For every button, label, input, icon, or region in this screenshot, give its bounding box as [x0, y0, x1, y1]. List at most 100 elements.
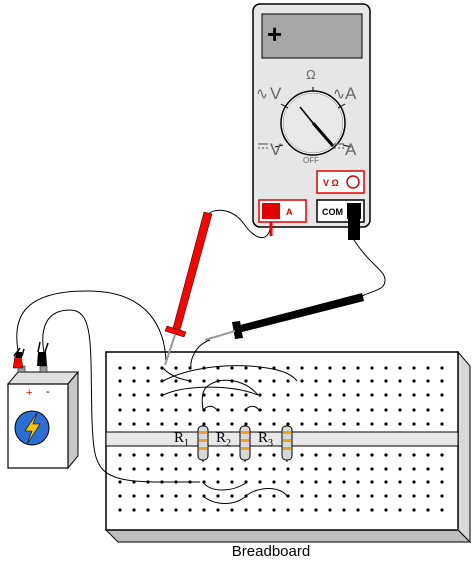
breadboard-hole	[132, 408, 136, 412]
breadboard-hole	[258, 422, 262, 426]
breadboard-hole	[132, 508, 136, 512]
red-probe[interactable]	[164, 211, 273, 366]
breadboard-hole	[300, 508, 304, 512]
breadboard-hole	[118, 494, 122, 498]
breadboard-hole	[118, 366, 122, 370]
breadboard-hole	[342, 408, 346, 412]
breadboard-hole	[230, 508, 234, 512]
breadboard-hole	[426, 467, 430, 471]
breadboard-hole	[118, 408, 122, 412]
breadboard-bottom-edge	[104, 529, 472, 543]
breadboard-hole	[174, 467, 178, 471]
breadboard-hole	[244, 379, 248, 383]
breadboard-hole	[272, 379, 276, 383]
breadboard-hole	[370, 408, 374, 412]
dial-v-dc-label: V	[270, 140, 282, 159]
dial-v-ac-label: V	[270, 84, 282, 103]
breadboard-hole	[398, 467, 402, 471]
breadboard-hole	[314, 379, 318, 383]
breadboard-hole	[356, 366, 360, 370]
svg-text:COM: COM	[322, 207, 343, 217]
resistor-2-label: R2	[216, 430, 231, 449]
breadboard-hole	[426, 393, 430, 397]
breadboard-hole	[160, 453, 164, 457]
black-probe[interactable]	[204, 214, 364, 341]
breadboard-hole	[286, 480, 290, 484]
breadboard-hole	[146, 494, 150, 498]
wires	[16, 209, 386, 504]
breadboard-hole	[272, 408, 276, 412]
breadboard-hole	[118, 508, 122, 512]
breadboard-hole	[412, 480, 416, 484]
breadboard-hole	[440, 393, 444, 397]
breadboard-hole	[370, 508, 374, 512]
amp-jack[interactable]: A	[258, 199, 307, 223]
breadboard-hole	[384, 408, 388, 412]
breadboard-hole	[412, 393, 416, 397]
breadboard-hole	[356, 408, 360, 412]
breadboard-hole	[314, 467, 318, 471]
breadboard-hole	[412, 379, 416, 383]
breadboard-hole	[384, 467, 388, 471]
dial-pointer	[311, 122, 335, 147]
breadboard-hole	[426, 508, 430, 512]
breadboard-hole	[216, 393, 220, 397]
breadboard-hole	[356, 393, 360, 397]
breadboard-hole	[216, 508, 220, 512]
breadboard-hole	[328, 480, 332, 484]
volt-ohm-jack[interactable]: V Ω	[316, 170, 365, 194]
breadboard-hole	[160, 379, 164, 383]
dial-a-dc-label: A	[345, 140, 357, 159]
breadboard-hole	[384, 494, 388, 498]
breadboard-hole	[174, 494, 178, 498]
breadboard-hole	[118, 393, 122, 397]
breadboard-hole	[300, 379, 304, 383]
breadboard-hole	[174, 508, 178, 512]
breadboard-hole	[412, 508, 416, 512]
breadboard-hole	[398, 366, 402, 370]
breadboard-hole	[272, 467, 276, 471]
breadboard-hole	[216, 366, 220, 370]
breadboard-hole	[118, 379, 122, 383]
breadboard-hole	[174, 453, 178, 457]
resistor-1-label: R1	[174, 430, 189, 449]
breadboard-hole	[300, 494, 304, 498]
resistor-2	[239, 423, 251, 462]
breadboard-hole	[370, 453, 374, 457]
dial-a-ac-label: A	[345, 84, 357, 103]
breadboard-hole	[118, 467, 122, 471]
breadboard-hole	[258, 480, 262, 484]
breadboard-hole	[412, 408, 416, 412]
breadboard-hole	[230, 366, 234, 370]
breadboard-hole	[188, 494, 192, 498]
breadboard-hole	[244, 393, 248, 397]
breadboard-hole	[160, 422, 164, 426]
ac-wave-icon	[334, 89, 344, 99]
breadboard-hole	[286, 494, 290, 498]
breadboard-hole	[426, 453, 430, 457]
breadboard-hole	[440, 408, 444, 412]
breadboard-hole	[146, 366, 150, 370]
breadboard-hole	[272, 393, 276, 397]
breadboard-edge	[457, 350, 471, 544]
breadboard-hole	[440, 508, 444, 512]
breadboard-hole	[230, 453, 234, 457]
breadboard-hole	[342, 494, 346, 498]
breadboard-hole	[188, 408, 192, 412]
breadboard-hole	[370, 480, 374, 484]
breadboard-hole	[426, 408, 430, 412]
breadboard-hole	[160, 366, 164, 370]
red-alligator-clip	[12, 347, 25, 369]
dial-ohm-label: Ω	[306, 67, 316, 82]
breadboard-caption: Breadboard	[232, 543, 310, 560]
breadboard-hole	[160, 393, 164, 397]
selector-dial[interactable]	[280, 90, 346, 156]
breadboard-hole	[342, 379, 346, 383]
breadboard-hole	[258, 467, 262, 471]
resistor-1	[197, 423, 209, 462]
breadboard-hole	[426, 379, 430, 383]
breadboard-hole	[118, 453, 122, 457]
breadboard-hole	[300, 422, 304, 426]
breadboard-hole	[328, 467, 332, 471]
